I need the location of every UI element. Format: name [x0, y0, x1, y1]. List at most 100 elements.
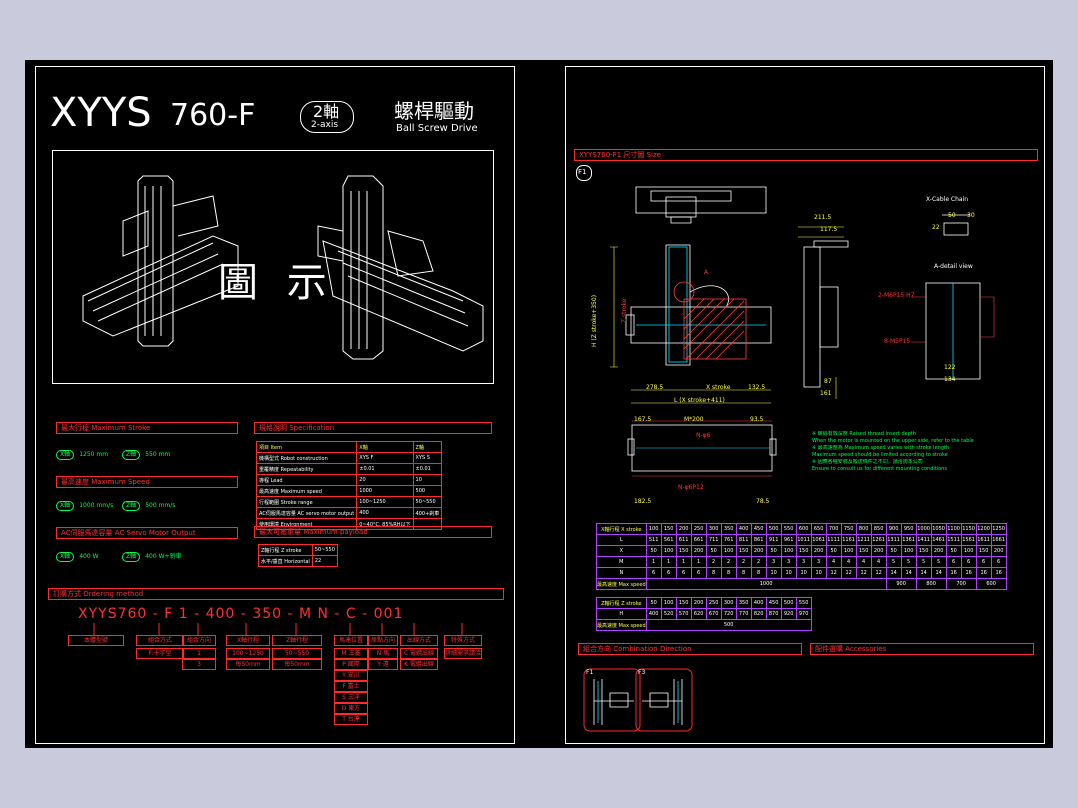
payload-cell: 22 [311, 555, 338, 567]
size-header: XYYS760-F1 尺寸圖 Size [574, 149, 1038, 161]
note-line: ※ 因應各種安裝及搬送條件之不同，請洽詢本公司 [812, 459, 923, 465]
notes-block: ※ 螺絲有效深度 Raised thread insert depth When… [812, 431, 1038, 473]
order-option: K 電纜出線 [400, 659, 438, 670]
x-table-cell: 6 [975, 556, 992, 568]
z-table-head-cell: 300 [720, 597, 737, 609]
x-table-head-cell: 100 [645, 523, 662, 535]
order-box: 組合方式 [136, 635, 184, 646]
order-option: 每50mm [226, 659, 270, 670]
axis-badge: 2軸 2-axis [300, 101, 354, 133]
x-table-cell: 3 [810, 556, 827, 568]
x-table-cell: 1261 [870, 534, 887, 546]
order-option: Y 遠 [368, 659, 398, 670]
x-table-cell: 911 [765, 534, 782, 546]
x-table-cell: 2 [720, 556, 737, 568]
dim-167-5: 167.5 [634, 416, 652, 423]
x-table-cell: 150 [675, 545, 692, 557]
x-table-cell: 1 [660, 556, 677, 568]
x-table-cell: 200 [750, 545, 767, 557]
dim-278-5: 278.5 [646, 384, 664, 391]
note-line: Maximum speed should be limited accordin… [812, 452, 948, 458]
x-table-cell: 3 [780, 556, 797, 568]
z-table-head-cell: 200 [690, 597, 707, 609]
z-table-cell: 570 [675, 608, 692, 620]
x-table-head-cell: 700 [825, 523, 842, 535]
x-table-cell: 1 [675, 556, 692, 568]
x-table-cell: 150 [795, 545, 812, 557]
dim-93-5: 93.5 [750, 416, 764, 423]
x-table-cell: 10 [795, 567, 812, 579]
order-option: O 東方 [334, 703, 368, 714]
combo-header: 組合方向 Combination Direction [578, 643, 802, 655]
z-speed-cell: 500 [645, 619, 812, 631]
motor-x-value: 400 W [79, 553, 99, 560]
x-table-head-cell: 600 [795, 523, 812, 535]
order-option: F 富士 [334, 681, 368, 692]
robot-illustration [82, 175, 484, 360]
x-table-cell: 4 [855, 556, 872, 568]
x-table-cell: 6 [690, 567, 707, 579]
x-table-cell: 2 [735, 556, 752, 568]
x-table-head-cell: 950 [900, 523, 917, 535]
x-table-cell: 511 [645, 534, 662, 546]
dim-211-5: 211.5 [814, 214, 832, 221]
x-table-cell: 6 [675, 567, 692, 579]
x-table-cell: 1661 [990, 534, 1007, 546]
x-table-cell: 12 [840, 567, 857, 579]
x-table-head-cell: 1050 [930, 523, 947, 535]
right-sheet: XYYS760-F1 尺寸圖 Size F1 [565, 66, 1045, 744]
x-table-head-cell: 1250 [990, 523, 1007, 535]
note-line: ※ 最高速度為 Maximum speed varies with stroke… [812, 445, 950, 451]
dim-134: 134 [944, 376, 956, 383]
x-table-cell: 561 [660, 534, 677, 546]
x-table-cell: 1311 [885, 534, 902, 546]
axis-badge-cn: 2軸 [313, 102, 340, 121]
x-table-cell: 1 [645, 556, 662, 568]
order-option: F:十字型 [136, 648, 184, 659]
x-table-cell: 1411 [915, 534, 932, 546]
x-speed-cell: 700 [945, 578, 977, 590]
order-box: X軸行程 [226, 635, 270, 646]
spec-cell: 500 [412, 485, 443, 497]
x-table-head-cell: 200 [675, 523, 692, 535]
order-option: N 馬 [368, 648, 398, 659]
x-table-cell: 10 [780, 567, 797, 579]
x-table-cell: 200 [930, 545, 947, 557]
x-table-cell: 100 [900, 545, 917, 557]
x-table-cell: 50 [945, 545, 962, 557]
order-option: 詳細需求請洽 [444, 648, 482, 659]
x-table-head-cell: 800 [855, 523, 872, 535]
x-table-cell: 5 [885, 556, 902, 568]
x-table-cell: 16 [990, 567, 1007, 579]
illustration-frame: 圖 示 [52, 150, 494, 384]
x-table-cell: 3 [765, 556, 782, 568]
z-speed-label: 最高速度 Max speed [596, 619, 647, 631]
motor-x-tag: X軸 [56, 552, 75, 562]
x-table-head-cell: 900 [885, 523, 902, 535]
spec-row: 重覆精度 Repeatability±0.01±0.01 [255, 463, 443, 475]
x-table-cell: 1611 [975, 534, 992, 546]
order-box: Z軸行程 [272, 635, 322, 646]
x-table-cell: 50 [645, 545, 662, 557]
z-table-cell: 720 [720, 608, 737, 620]
order-option: 100~1250 [226, 648, 270, 659]
x-table-head-cell: 550 [780, 523, 797, 535]
speed-z-value: 500 mm/s [145, 502, 176, 509]
cad-canvas[interactable]: XYYS 760-F 2軸 2-axis 螺桿驅動 Ball Screw Dri… [25, 60, 1053, 748]
x-table-cell: 6 [990, 556, 1007, 568]
x-table-cell: 10 [765, 567, 782, 579]
x-table-cell: 5 [930, 556, 947, 568]
x-table-head-cell: 300 [705, 523, 722, 535]
order-option: P 國際 [334, 659, 368, 670]
dim-z-stroke: Z stroke [621, 298, 628, 323]
order-header: 訂購方式 Ordering method [48, 588, 504, 600]
x-table-cell: 200 [990, 545, 1007, 557]
spec-cell: 20 [356, 474, 414, 486]
